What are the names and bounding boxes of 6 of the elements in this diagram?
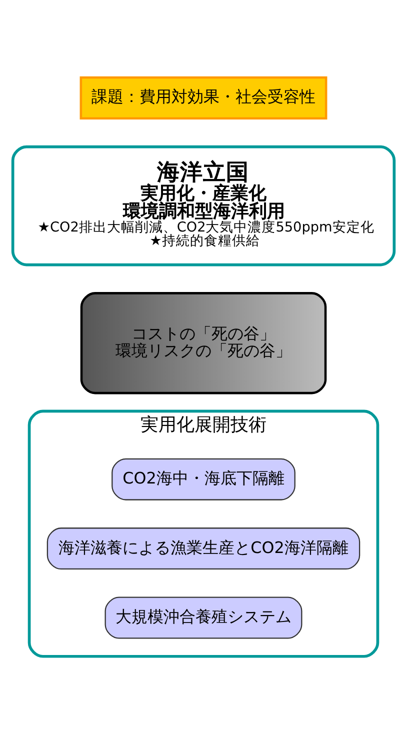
node-box: コストの「死の谷」 環境リスクの「死の谷」 [80,292,327,394]
node-box: 課題：費用対効果・社会受容性 [80,76,328,120]
node-box: 大規模沖合養殖システム [104,596,302,639]
node-box: 海洋滋養による漁業生産とCO2海洋隔離 [46,528,360,570]
node-box: 海洋立国 実用化・産業化 環境調和型海洋利用 ★CO2排出大幅削減、CO2大気中濃度550ppm安定化 ★持続的食糧供給 [11,145,396,266]
node-box: CO2海中・海底下隔離 [112,458,296,500]
